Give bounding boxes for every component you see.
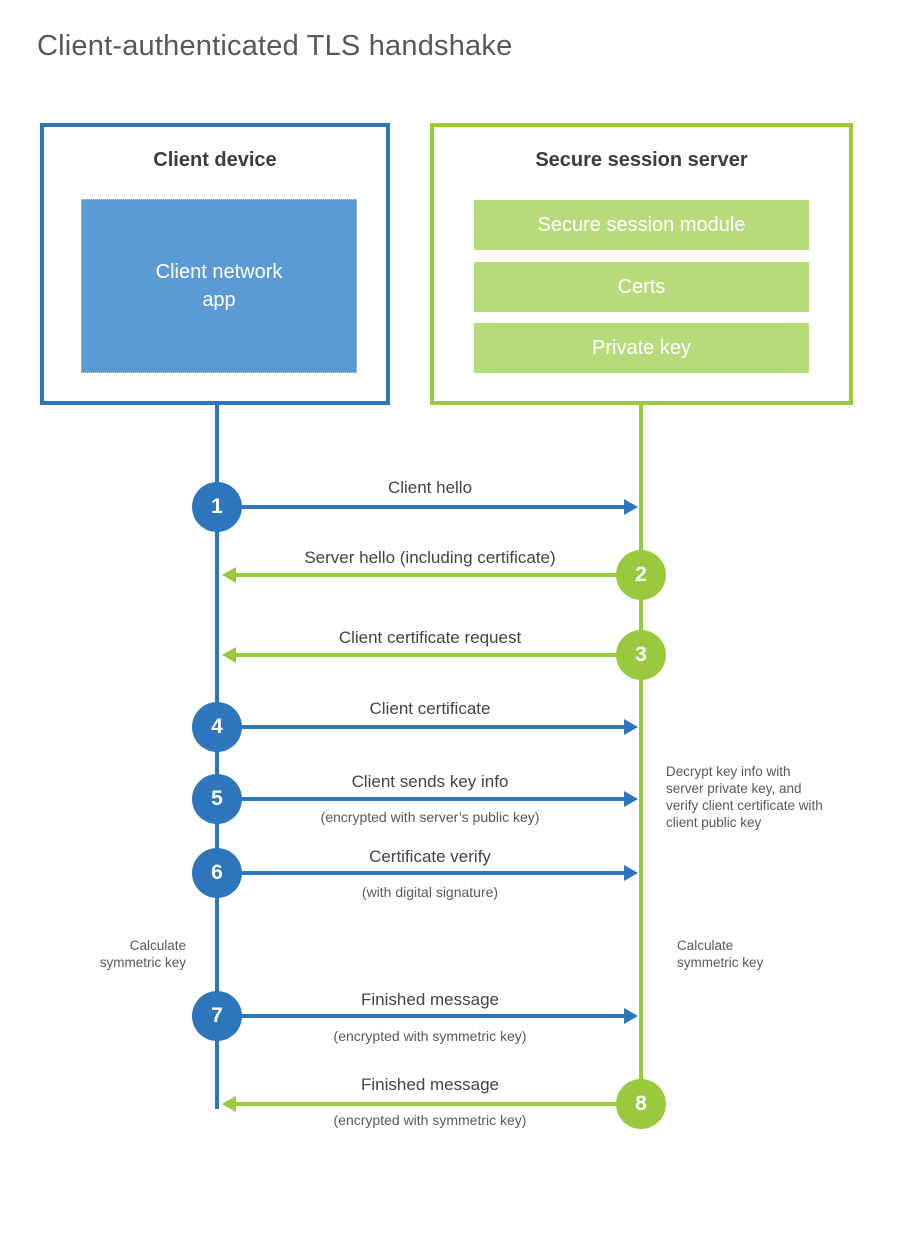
step-7-sublabel: (encrypted with symmetric key) bbox=[333, 1028, 527, 1044]
step-4-arrow-right-icon bbox=[240, 719, 638, 735]
step-5-arrow-right-icon bbox=[240, 791, 638, 807]
server-calculate-key-note: Calculate symmetric key bbox=[677, 938, 764, 970]
step-2-circle: 2 bbox=[616, 550, 666, 600]
client-lifeline bbox=[215, 403, 219, 1109]
step-4-circle: 4 bbox=[192, 702, 242, 752]
step-5-sublabel: (encrypted with server’s public key) bbox=[320, 809, 540, 825]
step-1-label: Client hello bbox=[387, 478, 473, 497]
step-6-sublabel: (with digital signature) bbox=[361, 884, 499, 900]
secure-session-module-block: Secure session module bbox=[474, 200, 809, 250]
step-2-arrow-left-icon bbox=[222, 567, 616, 583]
step-8-label: Finished message bbox=[361, 1075, 499, 1094]
step-6-label: Certificate verify bbox=[369, 847, 491, 866]
client-device-title: Client device bbox=[153, 149, 277, 171]
step-3-circle: 3 bbox=[616, 630, 666, 680]
server-lifeline bbox=[639, 403, 643, 1105]
step-2-label: Server hello (including certificate) bbox=[304, 548, 556, 567]
step-6-circle: 6 bbox=[192, 848, 242, 898]
step-7-arrow-right-icon bbox=[240, 1008, 638, 1024]
client-calculate-key-note: Calculate symmetric key bbox=[99, 938, 186, 970]
page-title: Client-authenticated TLS handshake bbox=[37, 30, 513, 62]
step-1-circle: 1 bbox=[192, 482, 242, 532]
step-6-arrow-right-icon bbox=[240, 865, 638, 881]
step-4-label: Client certificate bbox=[369, 699, 491, 718]
private-key-block: Private key bbox=[474, 323, 809, 373]
certs-block: Certs bbox=[474, 262, 809, 312]
client-network-app-block: Client network app bbox=[81, 199, 357, 373]
server-decrypt-note: Decrypt key info with server private key… bbox=[666, 764, 823, 830]
step-1-arrow-right-icon bbox=[240, 499, 638, 515]
step-7-circle: 7 bbox=[192, 991, 242, 1041]
secure-session-server-title: Secure session server bbox=[535, 149, 748, 171]
step-5-label: Client sends key info bbox=[351, 772, 509, 791]
step-7-label: Finished message bbox=[361, 990, 499, 1009]
step-5-circle: 5 bbox=[192, 774, 242, 824]
step-3-label: Client certificate request bbox=[338, 628, 522, 647]
step-3-arrow-left-icon bbox=[222, 647, 616, 663]
step-8-arrow-left-icon bbox=[222, 1096, 616, 1112]
secure-session-server-box: Secure session server Secure session mod… bbox=[430, 123, 853, 405]
step-8-sublabel: (encrypted with symmetric key) bbox=[333, 1112, 527, 1128]
step-8-circle: 8 bbox=[616, 1079, 666, 1129]
client-device-box: Client device Client network app bbox=[40, 123, 390, 405]
